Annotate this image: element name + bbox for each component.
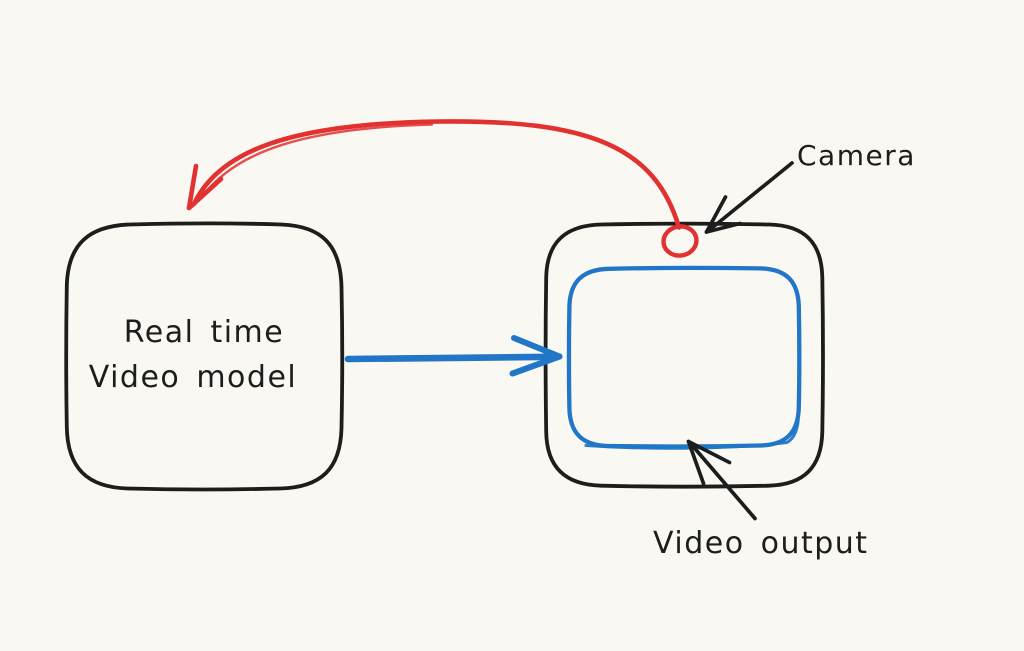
feedback-arrow bbox=[186, 119, 682, 230]
device-box-shape bbox=[543, 221, 825, 489]
video-output-annotation-label: Video output bbox=[653, 526, 869, 561]
model-box-label: Real time Video model bbox=[66, 224, 342, 486]
video-stream-arrow bbox=[344, 335, 563, 377]
model-box-shape bbox=[64, 221, 345, 492]
screen-shape bbox=[566, 265, 802, 450]
video-output-pointer-arrow bbox=[686, 439, 757, 521]
camera-annotation-label: Camera bbox=[797, 139, 916, 172]
model-box-label-line1: Real time bbox=[123, 315, 285, 350]
camera-pointer-arrow bbox=[704, 161, 794, 234]
model-box-label-line2: Video model bbox=[88, 360, 298, 395]
